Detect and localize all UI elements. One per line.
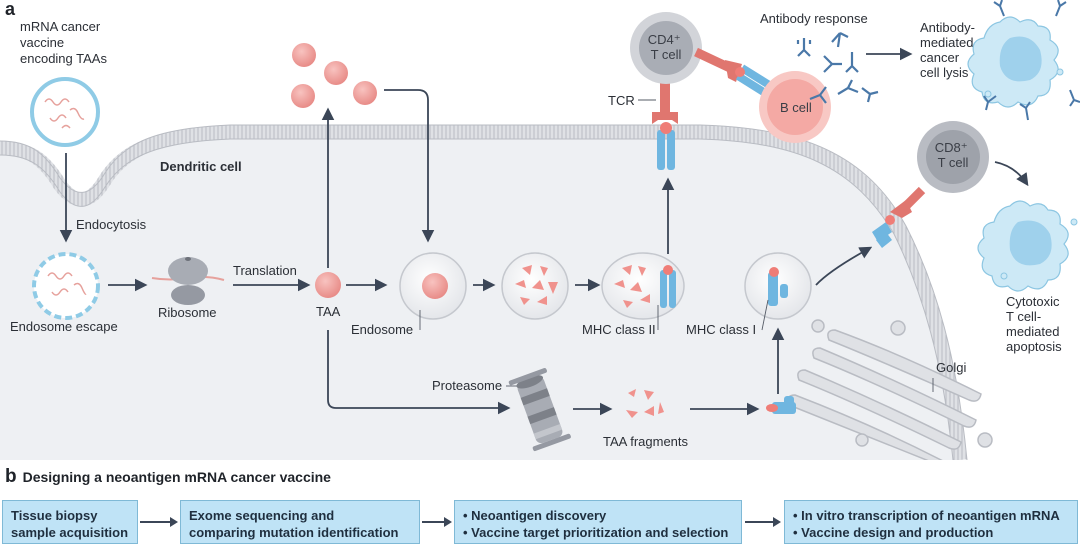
endosome-vesicle bbox=[399, 252, 467, 320]
step-line: Tissue biopsy bbox=[11, 508, 98, 523]
taa-protein bbox=[315, 272, 341, 298]
cd8-t-cell-label: CD8⁺ T cell bbox=[935, 140, 972, 170]
ribosome-icon bbox=[151, 257, 225, 305]
step-arrow bbox=[745, 517, 781, 527]
step-arrow bbox=[140, 517, 178, 527]
cytotoxic-arrow bbox=[994, 161, 1029, 187]
bound-antibodies bbox=[983, 0, 1080, 121]
tcr-label: TCR bbox=[608, 93, 635, 108]
mhc-i-surface-arrow bbox=[815, 246, 873, 286]
cd4-t-cell bbox=[630, 12, 702, 84]
endosome-escape-vesicle bbox=[32, 252, 100, 320]
taa-fragments-label: TAA fragments bbox=[603, 434, 689, 449]
proteasome-icon bbox=[508, 368, 571, 452]
step-bullet: In vitro transcription of neoantigen mRN… bbox=[793, 507, 1069, 524]
b-cell bbox=[759, 71, 831, 143]
step-bullet: Neoantigen discovery bbox=[463, 507, 733, 524]
secreted-taa-cluster bbox=[291, 43, 377, 108]
step-tissue-biopsy: Tissue biopsy sample acquisition bbox=[2, 500, 138, 544]
step-line: comparing mutation identification bbox=[189, 525, 399, 540]
panel-letter-b: b bbox=[5, 466, 17, 487]
proteasome-label: Proteasome bbox=[432, 378, 502, 393]
panel-b-title: b Designing a neoantigen mRNA cancer vacc… bbox=[5, 466, 331, 488]
step-line: Exome sequencing and bbox=[189, 508, 335, 523]
mhc-class-ii-loading-vesicle bbox=[601, 252, 685, 320]
mhc-class-i-label: MHC class I bbox=[686, 322, 756, 337]
cd4-t-cell-label: CD4⁺ T cell bbox=[648, 32, 685, 62]
mhc-class-ii-label: MHC class II bbox=[582, 322, 656, 337]
proteasome-pathway-arrow bbox=[327, 330, 511, 415]
tcr-receptor bbox=[652, 82, 678, 124]
mechanism-diagram: a mRNA cancer vaccine encoding TAAs Endo… bbox=[0, 0, 1080, 460]
step-bullet: Vaccine target prioritization and select… bbox=[463, 524, 733, 541]
panel-letter-a: a bbox=[5, 0, 16, 19]
panel-b-heading: Designing a neoantigen mRNA cancer vacci… bbox=[22, 469, 331, 485]
antibody-response-label: Antibody response bbox=[760, 11, 868, 26]
step-arrow bbox=[422, 517, 452, 527]
step-exome-sequencing: Exome sequencing and comparing mutation … bbox=[180, 500, 420, 544]
degraded-antigen-vesicle bbox=[501, 252, 569, 320]
ribosome-label: Ribosome bbox=[158, 305, 217, 320]
antibody-lysis-label: Antibody- mediated cancer cell lysis bbox=[920, 20, 979, 80]
cd8-t-cell bbox=[917, 121, 989, 193]
step-bullet: Vaccine design and production bbox=[793, 524, 1069, 541]
lysed-cancer-cell bbox=[967, 16, 1064, 108]
endosome-label: Endosome bbox=[351, 322, 413, 337]
cd4-b-cell-synapse bbox=[694, 47, 777, 100]
dendritic-cell-label: Dendritic cell bbox=[160, 159, 242, 174]
mrna-lipid-nanoparticle bbox=[30, 77, 100, 147]
endocytosis-label: Endocytosis bbox=[76, 217, 147, 232]
golgi-apparatus bbox=[787, 319, 993, 460]
taa-label: TAA bbox=[316, 304, 341, 319]
er-mhc-class-i-loading bbox=[766, 396, 796, 414]
surface-mhc-class-i bbox=[872, 215, 895, 248]
surface-mhc-class-ii bbox=[657, 122, 675, 170]
b-cell-label: B cell bbox=[780, 100, 812, 115]
cytotoxic-label: Cytotoxic T cell- mediated apoptosis bbox=[1006, 294, 1063, 354]
uptake-arrow bbox=[384, 89, 435, 243]
antibody-cluster bbox=[796, 32, 879, 104]
vaccine-label: mRNA cancer vaccine encoding TAAs bbox=[20, 19, 107, 66]
step-mrna-production: In vitro transcription of neoantigen mRN… bbox=[784, 500, 1078, 544]
apoptotic-cancer-cell bbox=[977, 200, 1078, 292]
translation-label: Translation bbox=[233, 263, 297, 278]
dendritic-cell bbox=[0, 124, 968, 460]
golgi-label: Golgi bbox=[936, 360, 966, 375]
endosome-escape-label: Endosome escape bbox=[10, 319, 118, 334]
taa-fragments bbox=[626, 389, 664, 418]
mhc-class-i-vesicle bbox=[744, 252, 812, 320]
step-line: sample acquisition bbox=[11, 525, 129, 540]
cd8-tcr bbox=[890, 186, 926, 218]
step-neoantigen-discovery: Neoantigen discovery Vaccine target prio… bbox=[454, 500, 742, 544]
